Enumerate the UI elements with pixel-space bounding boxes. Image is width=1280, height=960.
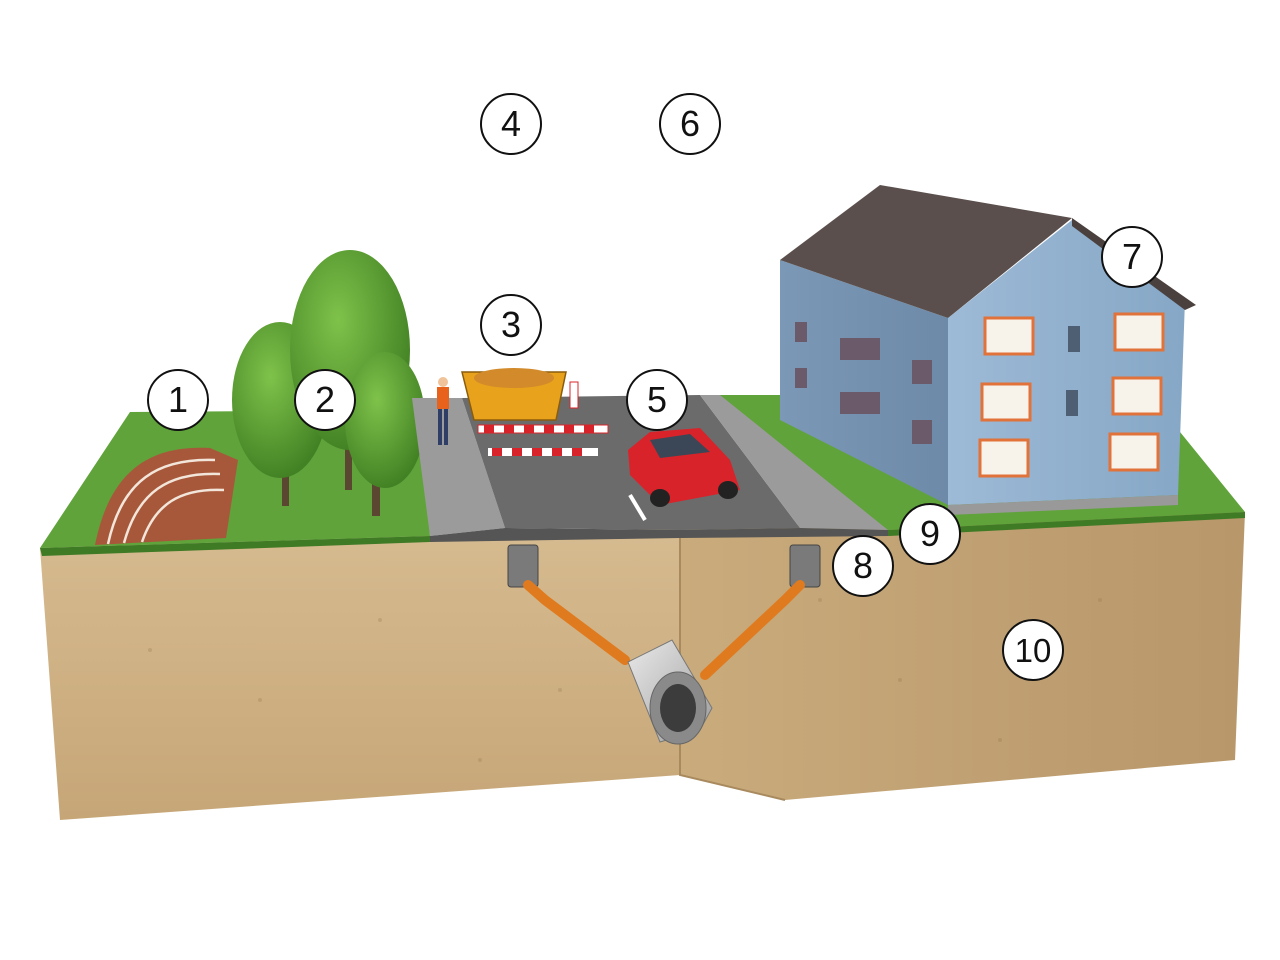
marker-5: 5 — [626, 369, 688, 431]
marker-9-label: 9 — [919, 513, 941, 554]
marker-10: 10 — [1002, 619, 1064, 681]
roof — [780, 185, 1072, 318]
marker-10-label: 10 — [1014, 631, 1052, 669]
marker-5-label: 5 — [646, 379, 668, 420]
marker-3: 3 — [480, 294, 542, 356]
marker-2: 2 — [294, 369, 356, 431]
marker-6-label: 6 — [679, 103, 701, 144]
sidewalk-left — [412, 398, 505, 536]
marker-7-label: 7 — [1121, 236, 1143, 277]
soil-front-left — [40, 528, 680, 820]
marker-3-label: 3 — [500, 304, 522, 345]
marker-2-label: 2 — [314, 379, 336, 420]
marker-6: 6 — [659, 93, 721, 155]
construction-site — [437, 368, 609, 456]
marker-8-label: 8 — [852, 545, 874, 586]
marker-4-label: 4 — [500, 103, 522, 144]
marker-8: 8 — [832, 535, 894, 597]
sidewalk-right — [700, 395, 888, 530]
soil-front-right — [680, 512, 1245, 800]
drainage-pipes — [507, 544, 821, 745]
car — [628, 428, 740, 507]
marker-1: 1 — [147, 369, 209, 431]
marker-1-label: 1 — [167, 379, 189, 420]
marker-7: 7 — [1101, 226, 1163, 288]
marker-9: 9 — [899, 503, 961, 565]
marker-4: 4 — [480, 93, 542, 155]
running-track — [95, 447, 238, 545]
soil-texture — [148, 598, 1102, 762]
